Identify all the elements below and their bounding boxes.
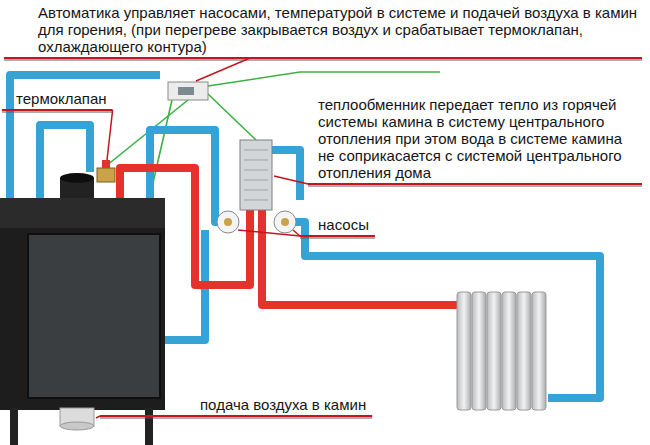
thermovalve <box>97 160 115 182</box>
valve-head <box>102 160 110 168</box>
underline-shadow <box>4 60 642 61</box>
cold-pipe <box>10 75 160 200</box>
heat-exchanger <box>217 140 296 233</box>
leader-line <box>274 176 308 184</box>
underline-shadow <box>308 186 642 187</box>
controller-box <box>168 82 208 100</box>
underline <box>100 415 372 417</box>
exchanger-body <box>240 140 272 210</box>
part-label: подача воздуха в камин <box>200 396 366 413</box>
callout-underline <box>2 110 113 160</box>
controller <box>168 82 208 100</box>
controller-display <box>178 87 194 95</box>
leader-line <box>238 230 300 236</box>
radiator-section <box>487 292 501 410</box>
radiator-section <box>502 292 516 410</box>
fireplace-leg <box>10 408 18 445</box>
part-label: термоклапан <box>16 90 107 107</box>
hot-pipes <box>120 168 460 305</box>
radiator-section <box>472 292 486 410</box>
radiator-section <box>532 292 546 410</box>
hot-pipe <box>262 210 460 305</box>
fireplace-body <box>0 198 165 410</box>
fireplace-leg <box>145 408 153 445</box>
fireplace-top <box>0 198 165 228</box>
underline-shadow <box>2 112 113 113</box>
callout-underline <box>96 416 372 418</box>
radiator <box>457 292 546 410</box>
pump-hub <box>281 218 289 226</box>
underline <box>308 183 642 185</box>
valve-body <box>97 168 115 182</box>
fireplace <box>0 173 165 445</box>
underline <box>2 109 113 111</box>
automation-note: Автоматика управляет насосами, температу… <box>38 4 638 55</box>
underline <box>300 235 375 237</box>
pump-hub <box>224 218 232 226</box>
underline <box>4 57 642 59</box>
underline-shadow <box>300 238 375 239</box>
leader-line <box>107 110 113 160</box>
radiator-section <box>517 292 531 410</box>
leader-line <box>96 416 100 418</box>
exchanger-plates <box>244 150 268 200</box>
leader-line <box>196 58 250 81</box>
exchanger-note: теплообменник передает тепло из горячей … <box>318 96 640 181</box>
fireplace-glass <box>28 234 160 398</box>
control-wire <box>208 72 440 86</box>
air-inlet-end <box>60 422 94 430</box>
callout-underline <box>4 58 642 81</box>
cold-pipe <box>295 222 600 398</box>
cold-pipe <box>272 150 300 200</box>
radiator-section <box>457 292 471 410</box>
flue-top <box>60 173 94 183</box>
part-label: насосы <box>318 216 369 233</box>
underline-shadow <box>100 418 372 419</box>
pump <box>217 211 239 233</box>
pump <box>274 211 296 233</box>
